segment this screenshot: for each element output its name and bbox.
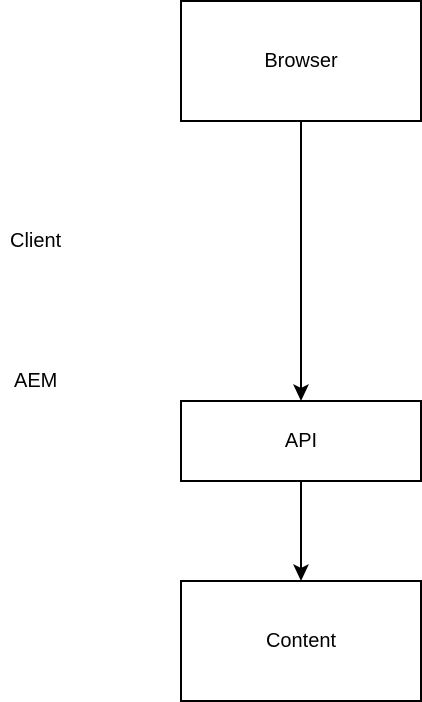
- aem-layer-label: AEM: [14, 370, 58, 392]
- api-node[interactable]: API: [180, 400, 422, 482]
- arrow-browser-to-api: [293, 122, 309, 401]
- client-layer-label: Client: [10, 230, 62, 252]
- arrow-api-to-content: [293, 482, 309, 581]
- browser-node-label: Browser: [264, 49, 338, 72]
- api-node-label: API: [284, 429, 318, 452]
- browser-node[interactable]: Browser: [180, 0, 422, 122]
- content-node[interactable]: Content: [180, 580, 422, 702]
- content-node-label: Content: [265, 629, 337, 652]
